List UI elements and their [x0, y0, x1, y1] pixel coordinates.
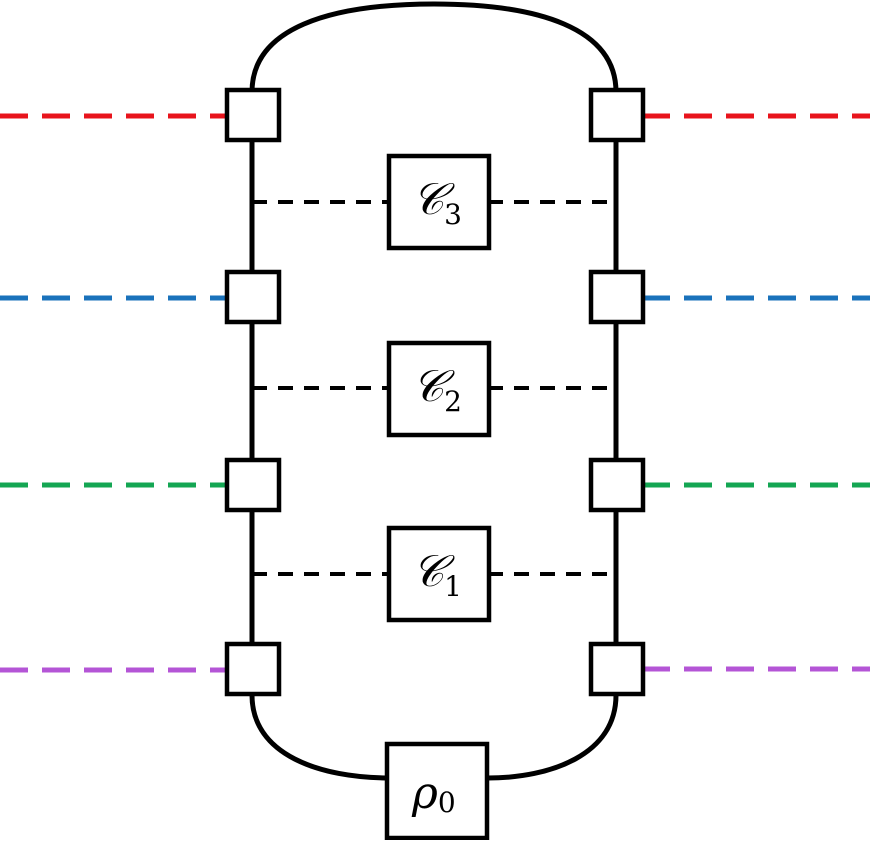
- top-arc: [249, 1, 619, 93]
- frame: [249, 1, 619, 781]
- channel-box-2-label: 𝒞2: [412, 361, 462, 418]
- node-left-2: [224, 269, 282, 325]
- node-right-1: [588, 87, 646, 143]
- bottom-arc: [249, 694, 391, 781]
- channel-box-1: 𝒞1: [386, 525, 492, 623]
- initial-state-box-frame: [384, 741, 490, 841]
- initial-state-label: ρ0: [411, 768, 456, 819]
- channel-box-3-frame: [386, 153, 492, 251]
- node-left-4: [224, 641, 282, 697]
- node-right-3: [588, 457, 646, 513]
- internal-links: [252, 200, 616, 576]
- rail-nodes: [224, 87, 646, 697]
- bottom-arc-right: [487, 694, 619, 781]
- channel-box-1-frame: [386, 525, 492, 623]
- channel-box-2: 𝒞2: [386, 340, 492, 438]
- channel-box-2-frame: [386, 340, 492, 438]
- node-left-3: [224, 457, 282, 513]
- node-right-4: [588, 641, 646, 697]
- external-legs: [0, 113, 870, 673]
- node-right-2: [588, 269, 646, 325]
- channel-box-3: 𝒞3: [386, 153, 492, 251]
- initial-state-box: ρ0: [384, 741, 490, 841]
- node-left-1: [224, 87, 282, 143]
